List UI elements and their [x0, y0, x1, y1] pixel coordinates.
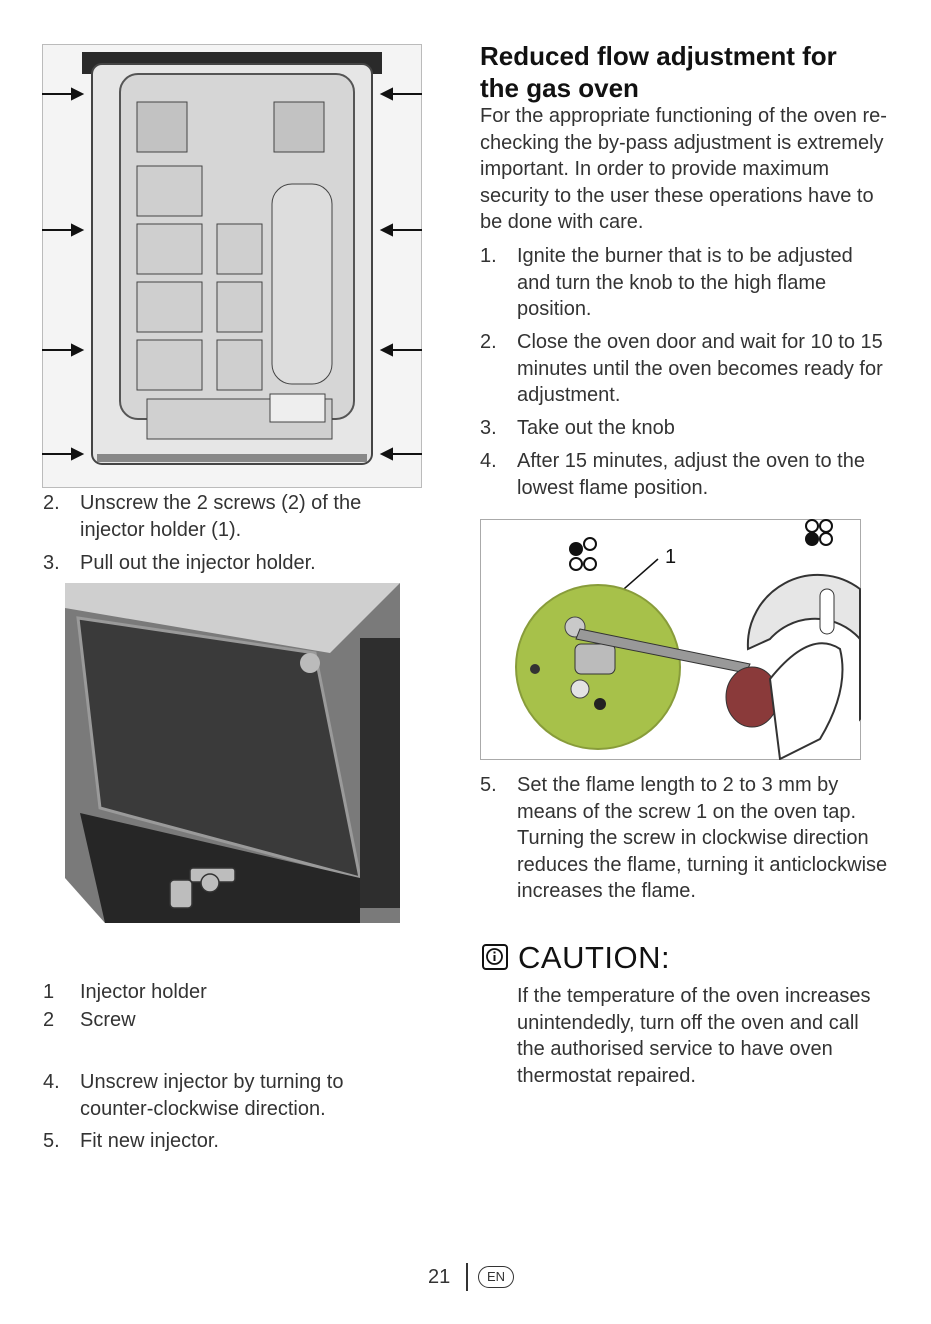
right-step-4: 4. After 15 minutes, adjust the oven to …: [480, 448, 900, 504]
legend-item-1: 1 Injector holder: [43, 979, 423, 1007]
step-text: Take out the knob: [517, 417, 675, 439]
step-number: 3.: [43, 552, 60, 574]
step-number: 4.: [480, 450, 497, 472]
info-icon: [482, 944, 508, 970]
intro-paragraph: For the appropriate functioning of the o…: [480, 105, 887, 233]
right-step-1: 1. Ignite the burner that is to be adjus…: [480, 243, 900, 323]
flame-symbol-icon: [569, 537, 597, 571]
step-number: 2.: [43, 492, 60, 514]
step-number: 3.: [480, 417, 497, 439]
legend-text: Screw: [80, 1009, 136, 1031]
step-text: Fit new injector.: [80, 1130, 219, 1152]
caution-title: CAUTION:: [518, 940, 671, 975]
step-text: Close the oven door and wait for 10 to 1…: [517, 331, 883, 406]
legend-number: 2: [43, 1009, 55, 1031]
flame-adjustment-figure: 1: [480, 519, 861, 760]
left-step-2: 2. Unscrew the 2 screws (2) of the injec…: [43, 490, 423, 550]
language-badge: EN: [478, 1266, 514, 1288]
step-number: 2.: [480, 331, 497, 353]
footer-divider: [466, 1263, 468, 1291]
left-step-3: 3. Pull out the injector holder.: [43, 550, 423, 580]
caution-text: If the temperature of the oven increases…: [517, 985, 871, 1087]
language-code: EN: [486, 1269, 506, 1284]
legend-text: Injector holder: [80, 981, 207, 1003]
section-heading: Reduced flow adjustment for the gas oven: [480, 41, 837, 103]
right-step-3: 3. Take out the knob: [480, 415, 900, 443]
left-step-5: 5. Fit new injector.: [43, 1128, 423, 1156]
step-text: Unscrew injector by turning to counter-c…: [80, 1071, 344, 1120]
legend-item-2: 2 Screw: [43, 1007, 423, 1035]
right-step-5: 5. Set the flame length to 2 to 3 mm by …: [480, 772, 900, 912]
step-number: 5.: [480, 774, 497, 796]
step-number: 5.: [43, 1130, 60, 1152]
caution-block: CAUTION: If the temperature of the oven …: [480, 940, 900, 1090]
step-number: 4.: [43, 1071, 60, 1093]
step-text: Set the flame length to 2 to 3 mm by mea…: [517, 774, 888, 902]
figure-label: 1: [665, 546, 676, 568]
step-text: Ignite the burner that is to be adjusted…: [517, 245, 853, 320]
right-step-2: 2. Close the oven door and wait for 10 t…: [480, 329, 900, 409]
step-text: After 15 minutes, adjust the oven to the…: [517, 450, 865, 499]
step-text: Unscrew the 2 screws (2) of the injector…: [80, 492, 362, 541]
step-text: Pull out the injector holder.: [80, 552, 316, 574]
legend-number: 1: [43, 981, 55, 1003]
page-number: 21: [428, 1266, 451, 1288]
oven-back-figure: [42, 44, 422, 488]
injector-holder-figure: [60, 578, 405, 928]
left-step-4: 4. Unscrew injector by turning to counte…: [43, 1069, 423, 1125]
step-number: 1.: [480, 245, 497, 267]
